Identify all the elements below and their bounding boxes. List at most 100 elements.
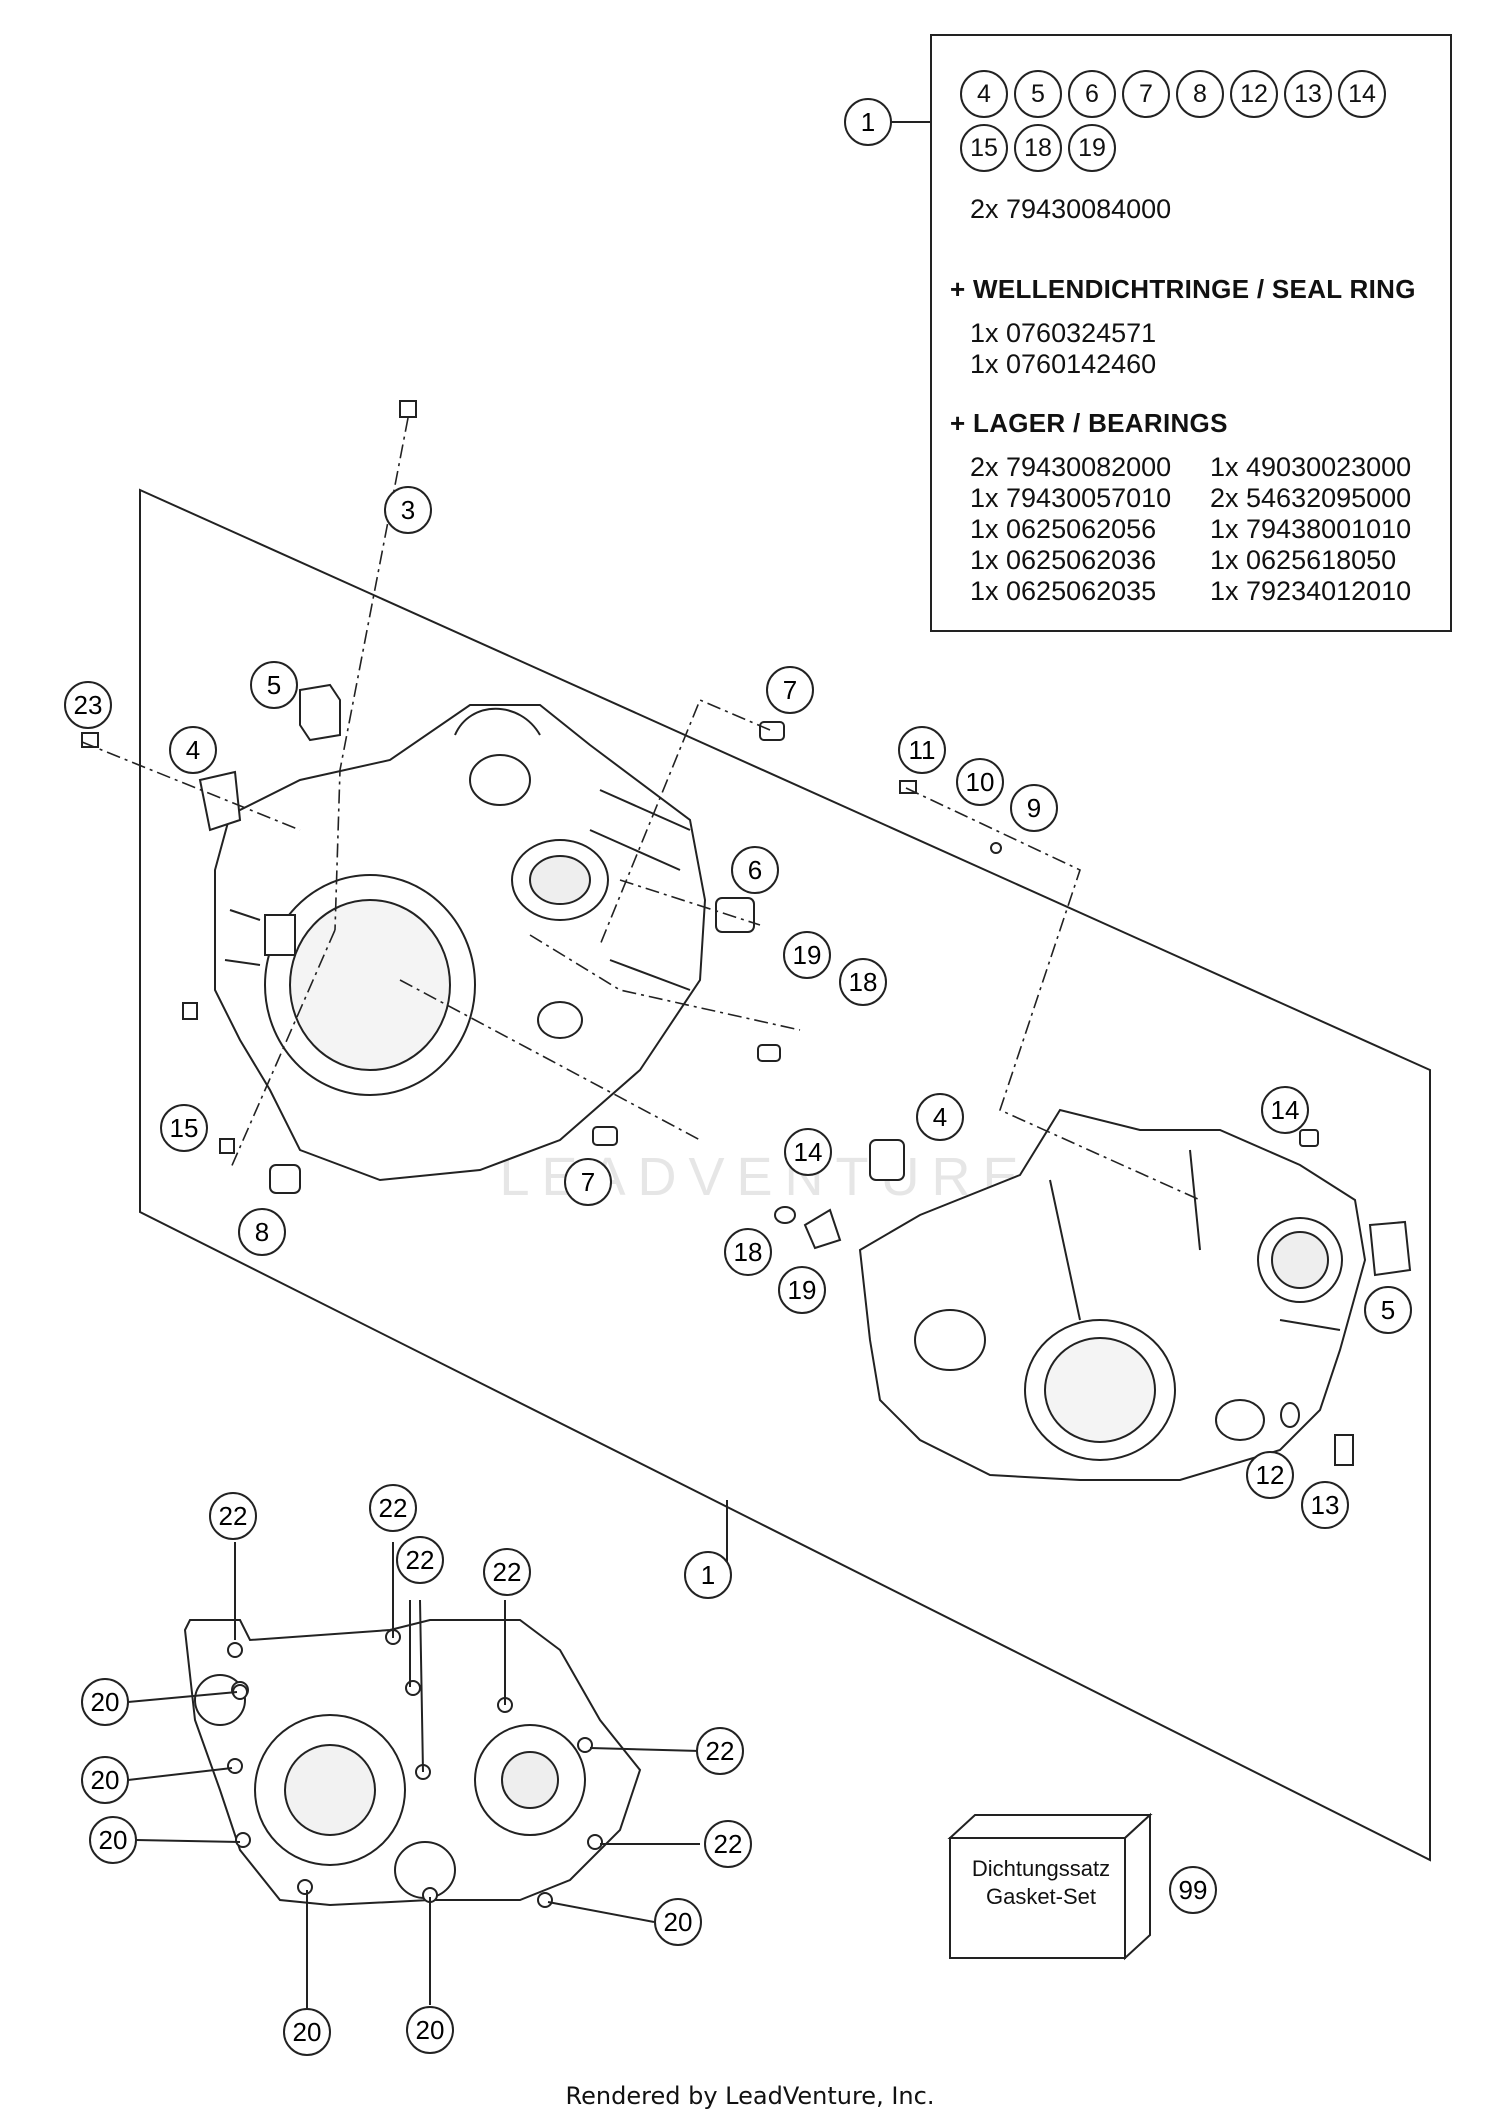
bearing-item: 1x 79430057010 [970, 483, 1172, 513]
bearing-6 [715, 897, 755, 933]
crankcase-right-half [858, 1108, 1367, 1481]
washer-12 [1280, 1402, 1300, 1428]
callout-label: 6 [748, 855, 762, 885]
kit-contents-box: 4 5 6 7 8 12 13 14 15 18 19 2x 794300840… [930, 34, 1452, 632]
kit-item[interactable]: 8 [1176, 70, 1224, 118]
callout-22-c[interactable]: 22 [396, 1536, 444, 1584]
kit-item[interactable]: 13 [1284, 70, 1332, 118]
callout-12[interactable]: 12 [1246, 1451, 1294, 1499]
render-credit-footer: Rendered by LeadVenture, Inc. [565, 2082, 935, 2110]
sleeve-4-right [869, 1139, 905, 1181]
callout-18-right[interactable]: 18 [724, 1228, 772, 1276]
plate-19-right [803, 1208, 842, 1250]
oring-9 [990, 842, 1002, 854]
seal-5-right [1368, 1220, 1412, 1277]
callout-7-top[interactable]: 7 [766, 666, 814, 714]
callout-22-a[interactable]: 22 [209, 1492, 257, 1540]
gasket-set-label-en: Gasket-Set [985, 1884, 1097, 1909]
kit-item[interactable]: 15 [960, 124, 1008, 172]
kit-item[interactable]: 7 [1122, 70, 1170, 118]
screw-18-right [774, 1206, 796, 1224]
callout-20-e[interactable]: 20 [283, 2008, 331, 2056]
bearing-item: 2x 79430082000 [970, 452, 1172, 482]
callout-14-left[interactable]: 14 [784, 1128, 832, 1176]
callout-20-c[interactable]: 20 [89, 1816, 137, 1864]
seal-ring-list: 1x 0760324571 1x 0760142460 [970, 318, 1156, 380]
callout-11[interactable]: 11 [898, 726, 946, 774]
callout-6[interactable]: 6 [731, 846, 779, 894]
callout-1-crankcase[interactable]: 1 [684, 1551, 732, 1599]
bearing-item: 1x 49030023000 [1210, 452, 1412, 482]
callout-19-right[interactable]: 19 [778, 1266, 826, 1314]
callout-8[interactable]: 8 [238, 1208, 286, 1256]
kit-item[interactable]: 19 [1068, 124, 1116, 172]
callout-7-bottom[interactable]: 7 [564, 1158, 612, 1206]
callout-label: 14 [794, 1137, 823, 1167]
callout-22-d[interactable]: 22 [483, 1548, 531, 1596]
callout-label: 22 [219, 1501, 248, 1531]
callout-label: 22 [406, 1545, 435, 1575]
callout-20-d[interactable]: 20 [654, 1898, 702, 1946]
callout-9[interactable]: 9 [1010, 784, 1058, 832]
plug-15-a [182, 1002, 198, 1020]
callout-4-right[interactable]: 4 [916, 1093, 964, 1141]
kit-item[interactable]: 5 [1014, 70, 1062, 118]
bearing-item: 1x 79438001010 [1210, 514, 1412, 544]
callout-18-left[interactable]: 18 [839, 958, 887, 1006]
callout-15[interactable]: 15 [160, 1104, 208, 1152]
callout-label: 13 [1311, 1490, 1340, 1520]
callout-4-left[interactable]: 4 [169, 726, 217, 774]
callout-label: 23 [74, 690, 103, 720]
callout-label: 4 [933, 1102, 947, 1132]
callouts: 1 3 5 23 4 7 11 10 9 6 19 18 15 14 7 8 4… [64, 98, 1412, 2056]
screw-3 [399, 400, 417, 418]
callout-20-a[interactable]: 20 [81, 1678, 129, 1726]
callout-label: 20 [293, 2017, 322, 2047]
kit-item[interactable]: 6 [1068, 70, 1116, 118]
callout-label: 15 [170, 1113, 199, 1143]
callout-20-f[interactable]: 20 [406, 2006, 454, 2054]
seal-ring-item: 1x 0760324571 [970, 318, 1157, 348]
callout-5-right[interactable]: 5 [1364, 1286, 1412, 1334]
callout-label: 19 [788, 1275, 817, 1305]
bearing-item: 1x 0625618050 [1210, 545, 1397, 575]
gasket-set-label-de: Dichtungssatz [971, 1856, 1111, 1881]
callout-20-b[interactable]: 20 [81, 1756, 129, 1804]
kit-item[interactable]: 14 [1338, 70, 1386, 118]
callout-22-e[interactable]: 22 [696, 1727, 744, 1775]
callout-label: 8 [255, 1217, 269, 1247]
callout-23[interactable]: 23 [64, 681, 112, 729]
callout-5-left[interactable]: 5 [250, 661, 298, 709]
callout-13[interactable]: 13 [1301, 1481, 1349, 1529]
seal-5-left [299, 683, 341, 742]
bearing-item: 1x 0625062036 [970, 545, 1157, 575]
callout-22-b[interactable]: 22 [369, 1484, 417, 1532]
bearing-item: 1x 0625062035 [970, 576, 1157, 606]
callout-19-left[interactable]: 19 [783, 931, 831, 979]
callout-label: 20 [91, 1687, 120, 1717]
callout-label: 20 [91, 1765, 120, 1795]
callout-label: 14 [1271, 1095, 1300, 1125]
callout-22-f[interactable]: 22 [704, 1820, 752, 1868]
seal-ring-item: 1x 0760142460 [970, 349, 1157, 379]
seal-ring-header: + WELLENDICHTRINGE / SEAL RING [950, 274, 1416, 304]
callout-label: 22 [379, 1493, 408, 1523]
callout-10[interactable]: 10 [956, 758, 1004, 806]
kit-item[interactable]: 18 [1014, 124, 1062, 172]
small-parts [81, 400, 1412, 1466]
callout-14-right[interactable]: 14 [1261, 1086, 1309, 1134]
callout-label: 18 [849, 967, 878, 997]
callout-3[interactable]: 3 [384, 486, 432, 534]
kit-item[interactable]: 4 [960, 70, 1008, 118]
kit-item[interactable]: 12 [1230, 70, 1278, 118]
bearings-header: + LAGER / BEARINGS [950, 408, 1228, 438]
bearing-item: 1x 79234012010 [1210, 576, 1412, 606]
callout-99[interactable]: 99 [1169, 1866, 1217, 1914]
callout-1-kit[interactable]: 1 [844, 98, 892, 146]
callout-label: 20 [99, 1825, 128, 1855]
callout-label: 22 [714, 1829, 743, 1859]
callout-label: 3 [401, 495, 415, 525]
callout-label: 22 [706, 1736, 735, 1766]
callout-label: 10 [966, 767, 995, 797]
